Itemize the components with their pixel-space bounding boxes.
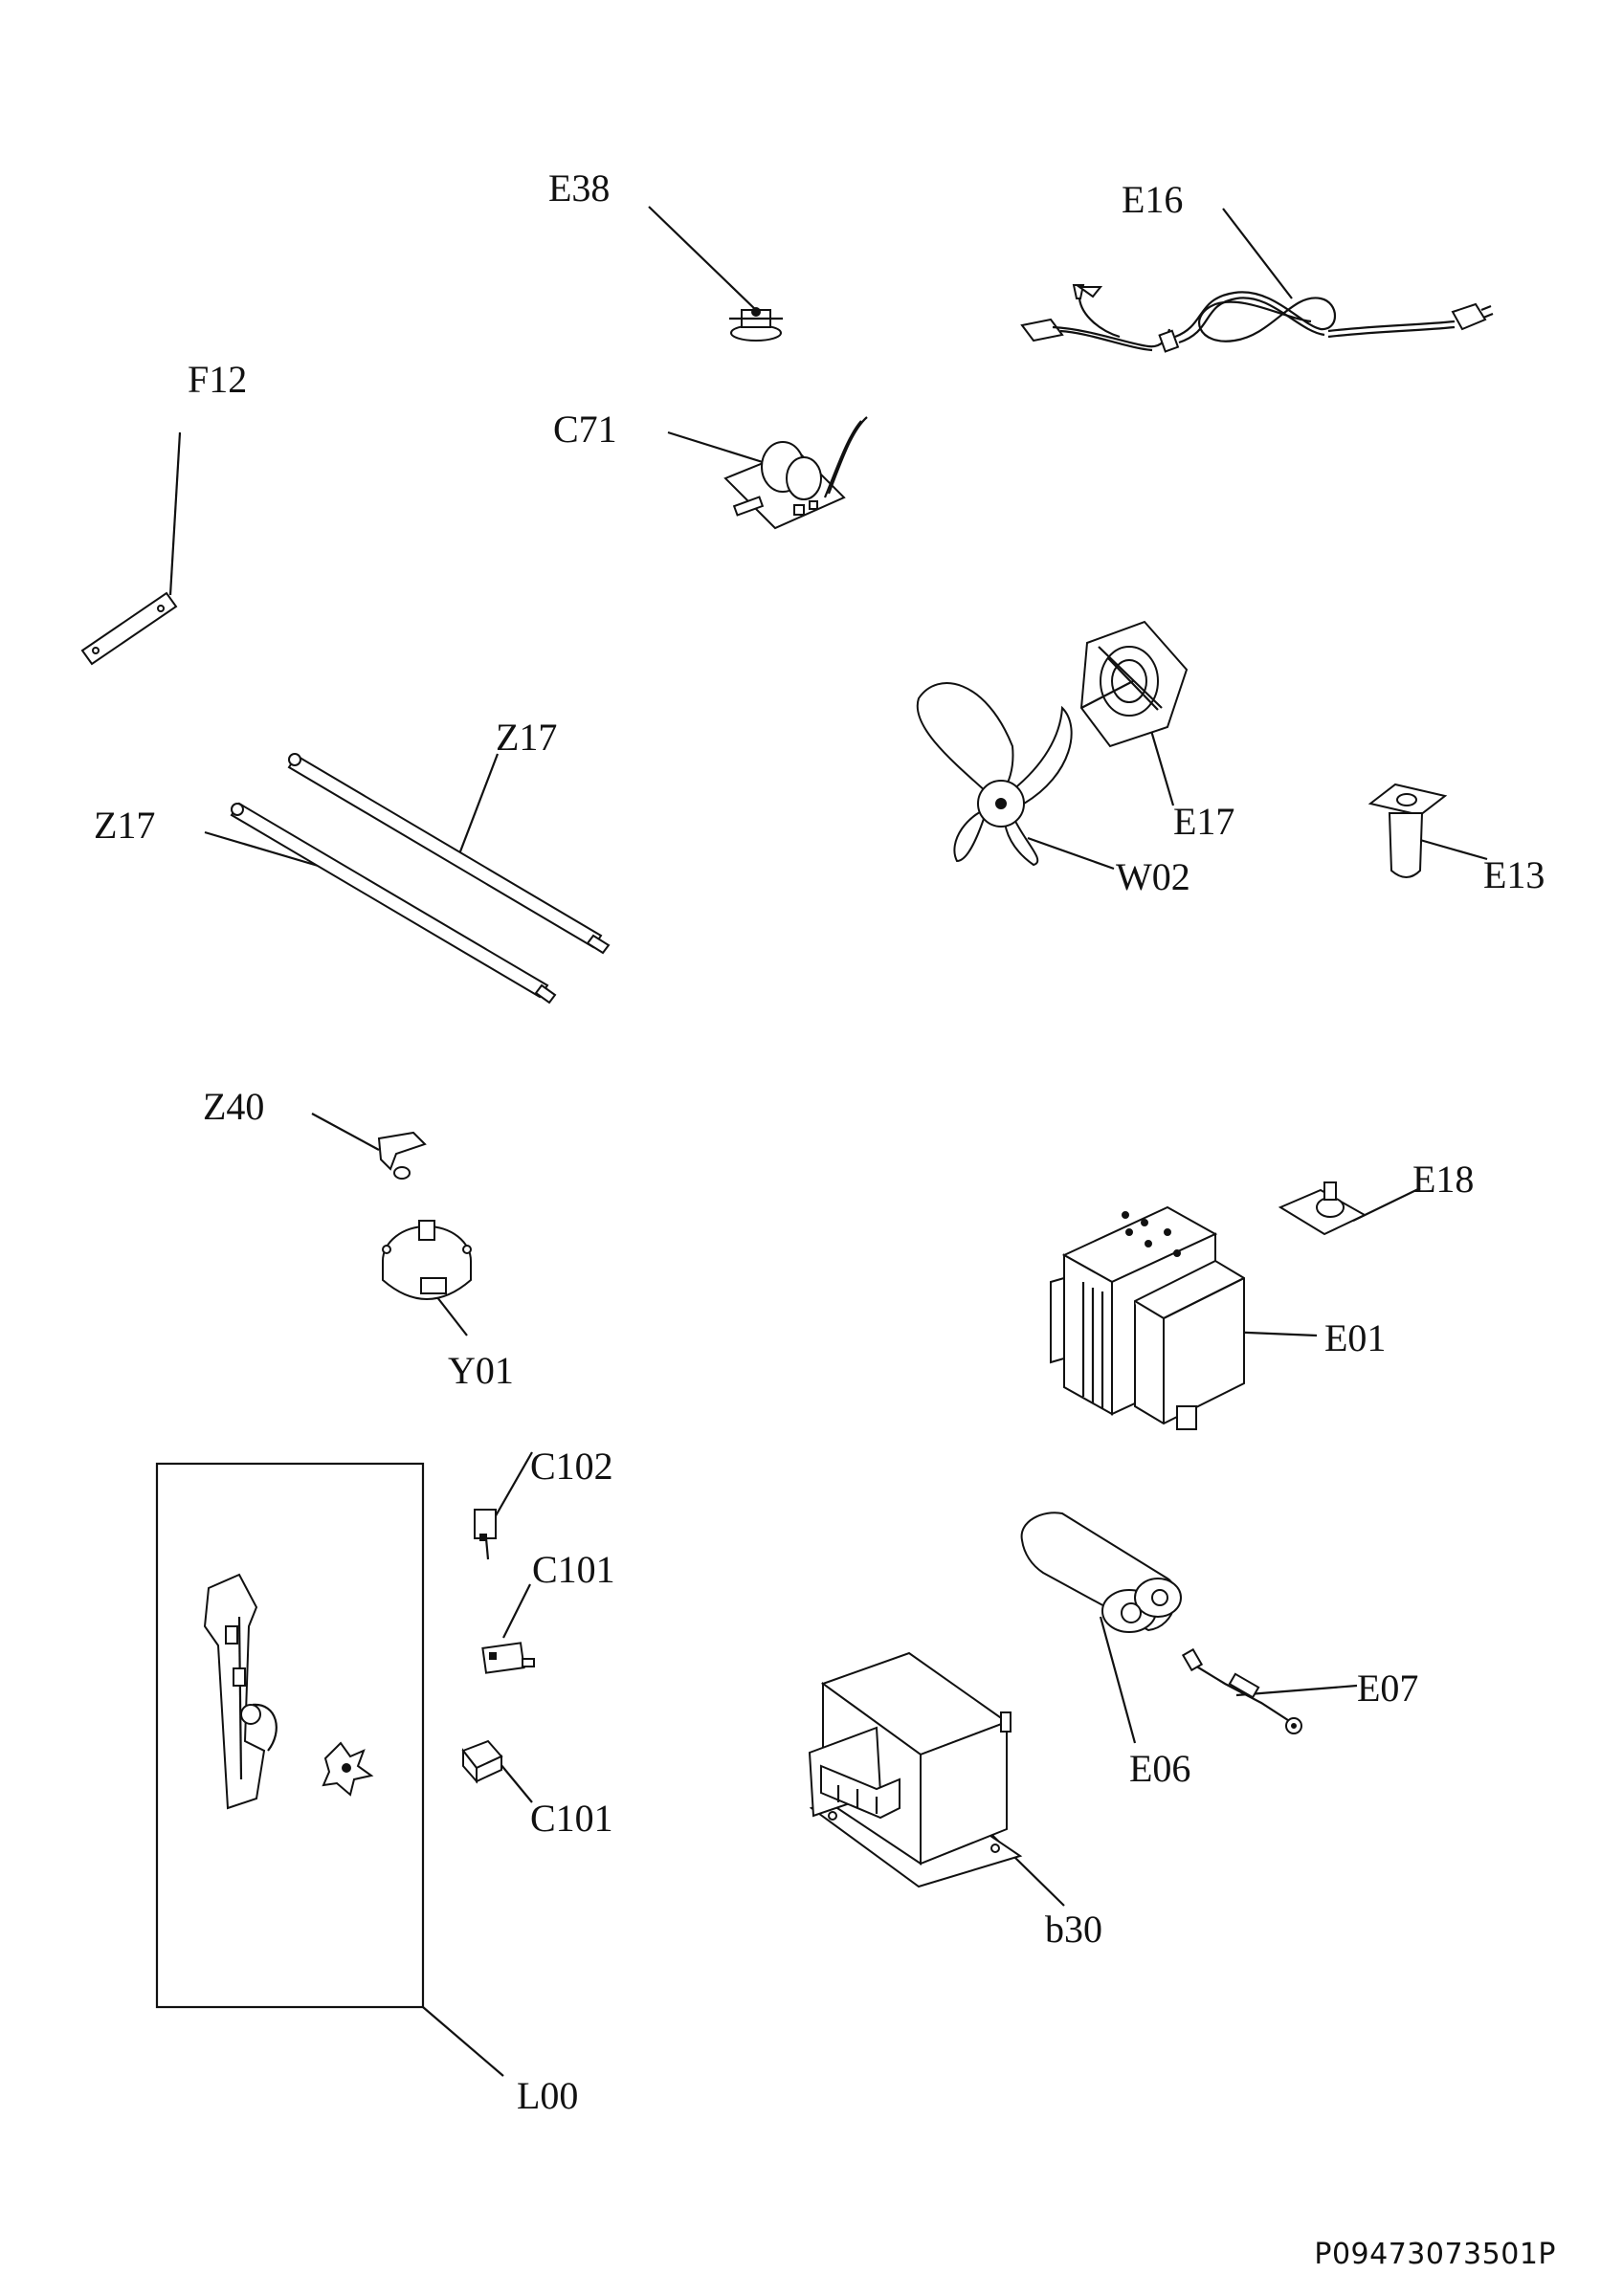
- part-w02-fan-blade: [916, 682, 1115, 871]
- part-e18-thermal-cutout: [1278, 1181, 1421, 1236]
- label-b30: b30: [1045, 1908, 1102, 1951]
- part-y01-turntable-motor: [382, 1220, 472, 1336]
- part-e13-oven-lamp: [1367, 783, 1488, 878]
- label-f12: F12: [188, 358, 247, 401]
- part-e07-hv-diode: [1181, 1647, 1358, 1734]
- label-w02: W02: [1116, 855, 1190, 898]
- part-c101-micro-switch-upper: [481, 1583, 535, 1674]
- label-e38: E38: [548, 166, 610, 210]
- part-z17-heating-tube-lower: [204, 802, 557, 1004]
- label-e01: E01: [1324, 1316, 1386, 1359]
- part-e01-magnetron: [1050, 1205, 1318, 1430]
- part-e16-power-cord: [1020, 208, 1494, 353]
- label-y01: Y01: [448, 1349, 514, 1392]
- label-z40: Z40: [203, 1085, 264, 1128]
- part-c102-micro-switch: [474, 1451, 533, 1560]
- part-z40-coupler: [311, 1113, 427, 1180]
- part-f12-bracket: [80, 431, 182, 666]
- label-e17: E17: [1173, 800, 1234, 843]
- label-e18: E18: [1412, 1158, 1474, 1201]
- part-e17-fan-motor: [1079, 620, 1189, 806]
- part-e06-hv-capacitor: [1020, 1512, 1182, 1744]
- label-c101-upper: C101: [532, 1548, 615, 1591]
- label-c101-lower: C101: [530, 1797, 613, 1840]
- label-c71: C71: [553, 408, 617, 451]
- part-e38-thermostat: [648, 206, 783, 342]
- label-e16: E16: [1122, 178, 1183, 221]
- label-z17-upper: Z17: [496, 716, 557, 759]
- part-b30-hv-transformer: [808, 1651, 1065, 1907]
- label-e07: E07: [1357, 1667, 1418, 1710]
- part-c101-micro-switch-lower: [461, 1739, 533, 1803]
- document-id: P09473073501P: [1314, 2238, 1556, 2271]
- part-l00-door-latch-assembly: [155, 1462, 504, 2077]
- label-c102: C102: [530, 1445, 613, 1488]
- label-z17-lower: Z17: [94, 804, 155, 847]
- label-e06: E06: [1129, 1747, 1190, 1790]
- part-z17-heating-tube-upper: [287, 753, 611, 955]
- part-c71-control-board: [667, 416, 868, 530]
- label-l00: L00: [517, 2074, 578, 2117]
- label-e13: E13: [1483, 853, 1545, 896]
